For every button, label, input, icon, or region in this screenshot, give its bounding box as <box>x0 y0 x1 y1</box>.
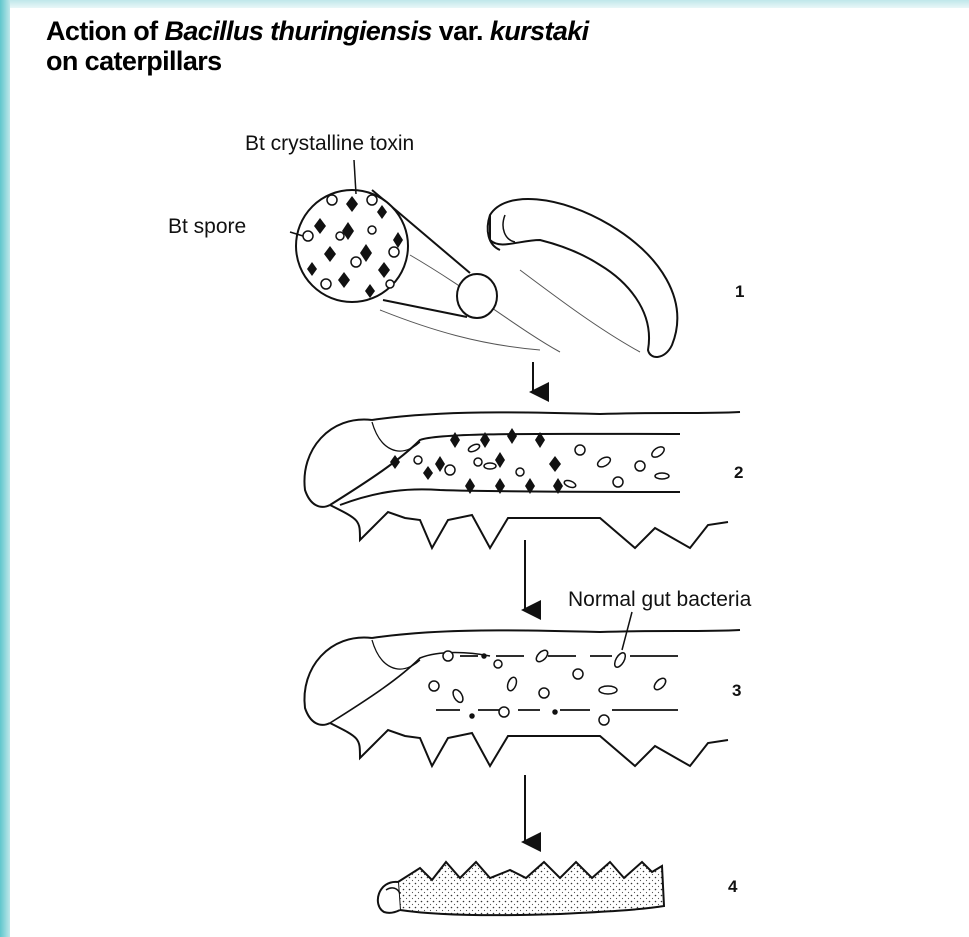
step-4-number: 4 <box>728 877 738 896</box>
toxin-leader-line <box>354 160 356 194</box>
stage-3-caterpillar <box>304 630 740 766</box>
label-spore: Bt spore <box>168 215 246 238</box>
step-2-number: 2 <box>734 463 743 482</box>
label-toxin: Bt crystalline toxin <box>245 132 414 155</box>
label-bacteria: Normal gut bacteria <box>568 588 752 611</box>
stage-3-bacteria <box>429 648 668 725</box>
step-1-number: 1 <box>735 282 744 301</box>
stage-1-caterpillar <box>296 190 677 357</box>
step-3-number: 3 <box>732 681 741 700</box>
stage-2-caterpillar <box>304 412 740 548</box>
stage-4-dead-caterpillar <box>378 862 664 915</box>
